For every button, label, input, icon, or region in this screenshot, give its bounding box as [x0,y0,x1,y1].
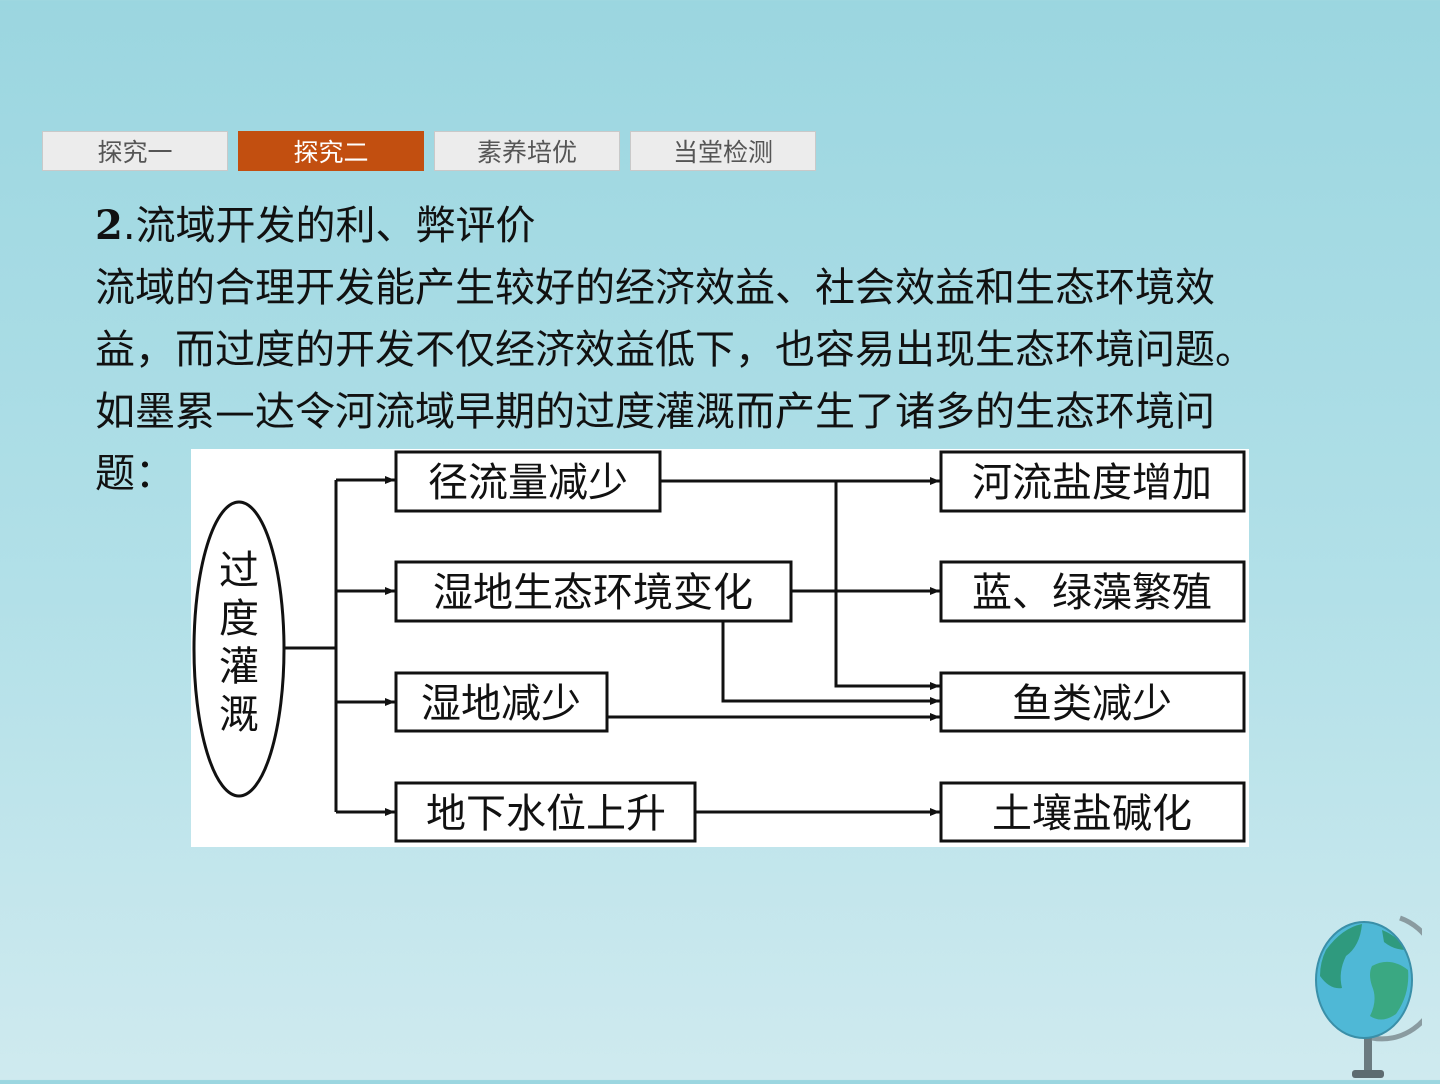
heading-separator: . [122,203,136,249]
heading-number: 2 [95,202,123,249]
source-char-1: 过 [219,548,259,594]
tab-explore-1[interactable]: 探究一 [42,131,228,171]
tab-bar: 探究一 探究二 素养培优 当堂检测 [42,131,816,171]
label-wetland-change: 湿地生态环境变化 [433,570,753,616]
label-algae: 蓝、绿藻繁殖 [972,570,1212,616]
tab-literacy[interactable]: 素养培优 [434,131,620,171]
tab-classroom-test[interactable]: 当堂检测 [630,131,816,171]
label-groundwater: 地下水位上升 [426,791,666,837]
box-algae [939,560,1246,623]
arrow-wetland-change-fish [721,621,940,705]
source-char-3: 灌 [219,644,259,690]
source-char-2: 度 [219,596,259,642]
box-wetland-loss [394,671,609,733]
label-wetland-loss: 湿地减少 [421,681,581,727]
box-salinity [939,450,1246,513]
tab-explore-2[interactable]: 探究二 [238,131,424,171]
heading-title: 流域开发的利、弊评价 [135,203,536,249]
globe-icon [1312,910,1440,1084]
paragraph-line-3: 如墨累—达令河流域早期的过度灌溉而产生了诸多的生态环境问 [95,389,1215,435]
content-text: 2.流域开发的利、弊评价 流域的合理开发能产生较好的经济效益、社会效益和生态环境… [95,195,1395,505]
paragraph-line-2: 益，而过度的开发不仅经济效益低下，也容易出现生态环境问题。 [95,327,1255,373]
source-char-4: 溉 [219,692,259,738]
label-runoff: 径流量减少 [428,460,628,506]
flow-diagram: 过 度 灌 溉 径流量减少 湿地生态环境变化 湿地减少 地下水位上升 河流盐度增… [191,449,1249,847]
label-salinity: 河流盐度增加 [972,460,1212,506]
section-heading: 2.流域开发的利、弊评价 [95,195,1395,257]
arrow-runoff-fish [834,481,940,690]
label-fish: 鱼类减少 [1012,681,1172,727]
paragraph-line-1: 流域的合理开发能产生较好的经济效益、社会效益和生态环境效 [95,265,1215,311]
box-soil [939,781,1246,843]
paragraph-line-4: 题： [95,451,175,497]
flow-diagram-svg: 过 度 灌 溉 径流量减少 湿地生态环境变化 湿地减少 地下水位上升 河流盐度增… [192,450,1246,843]
box-fish [939,671,1246,733]
label-soil: 土壤盐碱化 [992,791,1192,837]
